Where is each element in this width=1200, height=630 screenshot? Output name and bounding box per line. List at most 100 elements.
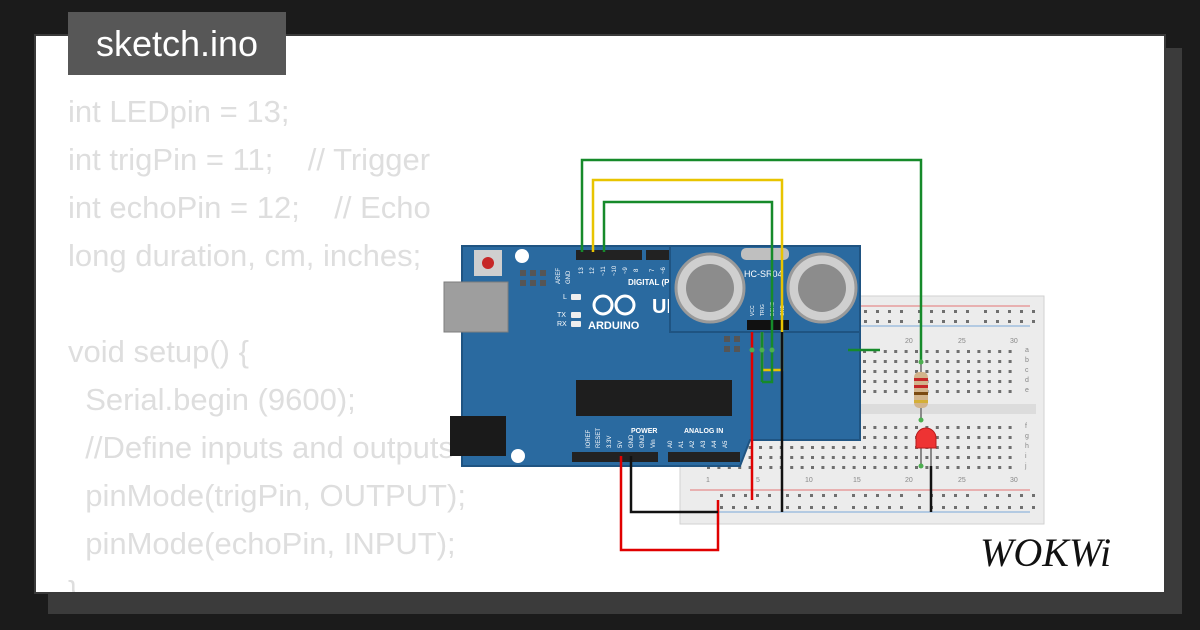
- breadboard-hole: [987, 370, 991, 373]
- breadboard-hole: [863, 436, 866, 439]
- sensor-header: [747, 320, 789, 330]
- atmega-chip: [576, 380, 732, 416]
- breadboard-hole: [852, 494, 855, 497]
- breadboard-hole: [998, 466, 1002, 469]
- breadboard-hole: [834, 494, 837, 497]
- analog-header: [668, 452, 740, 462]
- breadboard-hole: [883, 360, 887, 363]
- row-label: b: [1025, 357, 1029, 364]
- wokwi-logo-icon[interactable]: WOKWi: [976, 528, 1154, 578]
- breadboard-hole: [967, 390, 970, 393]
- breadboard-hole: [831, 456, 835, 459]
- breadboard-hole: [1008, 350, 1012, 353]
- row-label: a: [1025, 347, 1029, 354]
- breadboard-hole: [925, 456, 929, 459]
- breadboard-hole: [768, 494, 771, 497]
- breadboard-hole: [977, 390, 981, 393]
- breadboard-hole: [987, 360, 991, 363]
- breadboard-hole: [1008, 466, 1012, 469]
- green-wire-echo[interactable]: [602, 200, 774, 384]
- black-wire-gnd[interactable]: [629, 456, 718, 514]
- breadboard-hole: [894, 360, 898, 363]
- breadboard-hole: [768, 506, 771, 509]
- breadboard-hole: [998, 426, 1002, 429]
- breadboard-hole: [935, 360, 939, 363]
- breadboard-hole: [876, 494, 879, 497]
- breadboard-hole: [876, 506, 879, 509]
- breadboard-hole: [954, 506, 957, 509]
- breadboard-hole: [956, 446, 960, 449]
- breadboard-hole: [954, 320, 957, 323]
- breadboard-hole: [984, 310, 987, 313]
- breadboard-hole: [956, 466, 960, 469]
- hc-sr04-sensor[interactable]: HC-SR04 VCC TRIG ECHO GND: [669, 245, 861, 333]
- breadboard-hole: [930, 310, 933, 313]
- breadboard-hole: [904, 350, 908, 353]
- breadboard-hole: [900, 310, 903, 313]
- breadboard-hole: [798, 494, 801, 497]
- breadboard-hole: [987, 350, 991, 353]
- breadboard-hole: [852, 506, 855, 509]
- breadboard-hole: [987, 456, 991, 459]
- breadboard-hole: [894, 466, 898, 469]
- breadboard-hole: [863, 446, 866, 449]
- breadboard-hole: [998, 350, 1002, 353]
- breadboard-hole: [998, 446, 1002, 449]
- breadboard-hole: [732, 494, 735, 497]
- breadboard-hole: [786, 494, 789, 497]
- breadboard-hole: [790, 466, 794, 469]
- breadboard-hole: [873, 360, 877, 363]
- breadboard-hole: [834, 506, 837, 509]
- breadboard-hole: [876, 320, 879, 323]
- code-line: //Define inputs and outputs: [68, 430, 455, 465]
- breadboard-hole: [864, 310, 867, 313]
- row-label: f: [1025, 423, 1027, 430]
- pin-label: RESET: [596, 428, 602, 448]
- file-tab[interactable]: sketch.ino: [68, 12, 286, 75]
- breadboard-hole: [888, 320, 891, 323]
- breadboard-hole: [759, 446, 762, 449]
- col-label: 30: [1010, 477, 1018, 484]
- breadboard-hole: [915, 350, 918, 353]
- breadboard-hole: [904, 456, 908, 459]
- red-led[interactable]: [915, 427, 937, 466]
- breadboard-hole: [1020, 494, 1023, 497]
- col-label: 20: [905, 477, 913, 484]
- breadboard-hole: [956, 360, 960, 363]
- breadboard-hole: [956, 436, 960, 439]
- pin-label: ~6: [661, 266, 667, 274]
- breadboard-hole: [967, 436, 970, 439]
- wires[interactable]: [580, 158, 933, 552]
- breadboard-hole: [942, 310, 945, 313]
- breadboard-hole: [900, 494, 903, 497]
- breadboard-hole: [987, 380, 991, 383]
- breadboard-hole: [998, 380, 1002, 383]
- pin-label: A4: [712, 440, 718, 448]
- breadboard-hole: [748, 466, 752, 469]
- breadboard-hole: [998, 360, 1002, 363]
- red-wire-5v[interactable]: [619, 456, 720, 552]
- resistor[interactable]: [914, 362, 928, 420]
- breadboard-hole: [888, 310, 891, 313]
- breadboard-hole: [1008, 446, 1012, 449]
- breadboard-hole: [998, 456, 1002, 459]
- breadboard-hole: [873, 446, 877, 449]
- code-line: void setup() {: [68, 334, 249, 369]
- green-wire-led[interactable]: [580, 158, 923, 362]
- breadboard-hole: [811, 446, 814, 449]
- breadboard-hole: [790, 456, 794, 459]
- pin-label: IOREF: [586, 429, 592, 448]
- breadboard-hole: [967, 446, 970, 449]
- code-preview: int LEDpin = 13;int trigPin = 11; // Tri…: [68, 88, 466, 592]
- digital-header-left: [576, 250, 642, 260]
- breadboard-hole: [967, 370, 970, 373]
- breadboard-hole: [918, 506, 921, 509]
- breadboard-hole: [1008, 320, 1011, 323]
- code-line: pinMode(trigPin, OUTPUT);: [68, 478, 466, 513]
- col-label: 25: [958, 338, 966, 345]
- reset-button[interactable]: [482, 257, 494, 269]
- pin-label: A3: [701, 440, 707, 448]
- breadboard-hole: [977, 380, 981, 383]
- breadboard-hole: [987, 436, 991, 439]
